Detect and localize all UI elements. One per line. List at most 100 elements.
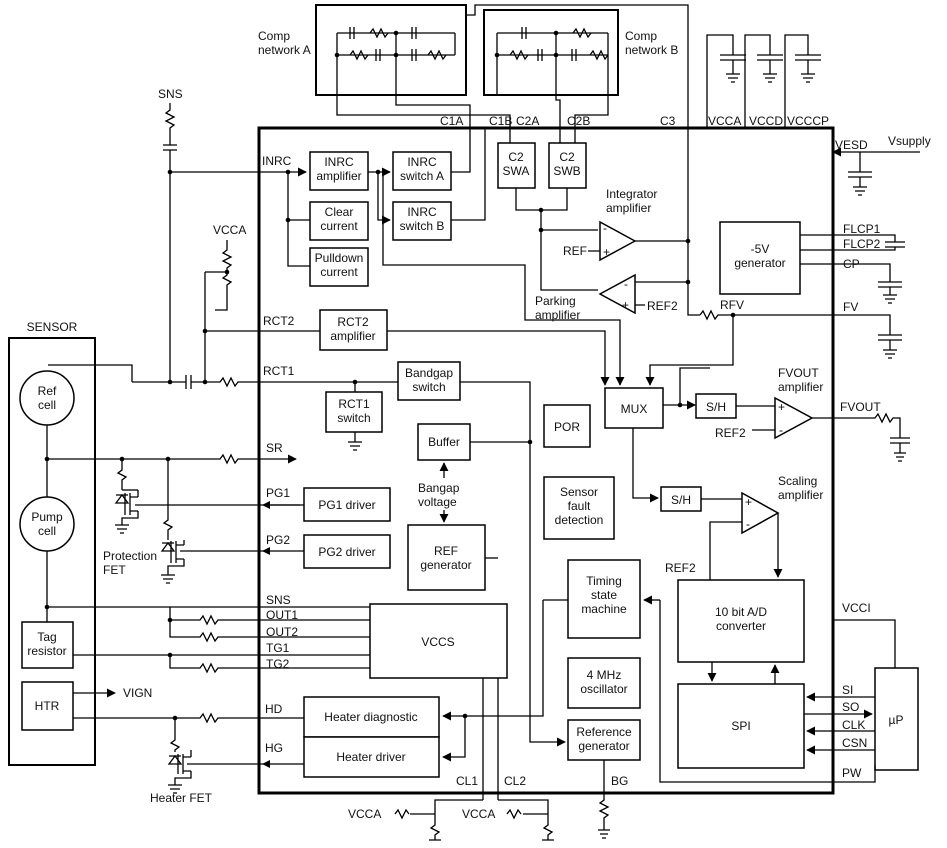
- pin-so: SO: [842, 700, 859, 714]
- vccs-block: [369, 603, 508, 679]
- htr-block: [21, 681, 74, 731]
- vcca-cl1-label: VCCA: [348, 807, 381, 821]
- pin-vcci: VCCI: [842, 601, 871, 615]
- pin-flcp1: FLCP1: [843, 222, 881, 236]
- svg-text:-: -: [779, 423, 783, 437]
- pulldown-current-block: [309, 247, 369, 287]
- pin-out2: OUT2: [266, 625, 298, 639]
- pin-inrc: INRC: [262, 154, 292, 168]
- pin-vccd: VCCD: [749, 114, 783, 128]
- pin-rct2: RCT2: [263, 314, 295, 328]
- adc-block: [677, 579, 805, 663]
- svg-text:-: -: [746, 517, 750, 531]
- pin-cp: CP: [843, 257, 860, 271]
- heater-driver-block: [303, 736, 440, 778]
- pin-cl1: CL1: [456, 774, 478, 788]
- comp-network-a-box: [315, 4, 467, 96]
- heater-diagnostic-block: [303, 696, 440, 738]
- svg-text:+: +: [745, 495, 752, 509]
- htr-label: HTR: [35, 699, 60, 713]
- rct2-amplifier-block: [319, 309, 388, 351]
- svg-text:+: +: [603, 245, 610, 259]
- reference-generator-block: [567, 719, 641, 761]
- ref-integrator: REF: [563, 244, 587, 258]
- vcca-left-label: VCCA: [213, 223, 246, 237]
- buffer-block: [417, 423, 471, 461]
- heater-driver-label: Heater driver: [336, 750, 405, 764]
- pin-hg: HG: [265, 741, 283, 755]
- inrc-switch-a-block: [392, 151, 452, 191]
- pin-clk: CLK: [842, 718, 865, 732]
- pin-bg: BG: [611, 774, 628, 788]
- c2-swb-block: [548, 142, 587, 189]
- comp-network-b-components: [496, 27, 609, 80]
- pin-sns: SNS: [266, 593, 291, 607]
- pin-vcccp: VCCCP: [787, 114, 829, 128]
- microprocessor-block: [874, 667, 919, 771]
- pin-out1: OUT1: [266, 608, 298, 622]
- pin-tg2: TG2: [266, 657, 290, 671]
- ref-generator-block: [407, 524, 486, 591]
- sns-top-label: SNS: [158, 87, 183, 101]
- pin-vesd: VESD: [835, 138, 868, 152]
- chip-boundary: [257, 126, 835, 795]
- microprocessor-label: µP: [889, 713, 904, 727]
- pin-sr: SR: [266, 441, 283, 455]
- mux-label: MUX: [621, 402, 648, 416]
- vign-label: VIGN: [123, 686, 152, 700]
- svg-text:-: -: [603, 221, 607, 235]
- pin-c1a: C1A: [440, 114, 463, 128]
- pin-c2b: C2B: [567, 114, 590, 128]
- spi-block: [677, 683, 805, 769]
- scaling-amplifier: [741, 491, 780, 535]
- minus5v-generator-block: [719, 221, 801, 295]
- inrc-amplifier-block: [309, 151, 369, 191]
- sh-bottom-block: [660, 486, 702, 512]
- vcca-cl2-label: VCCA: [462, 807, 495, 821]
- fvout-amplifier: [774, 396, 814, 440]
- pin-fvout: FVOUT: [840, 400, 881, 414]
- sensor-fault-detection-block: [543, 476, 615, 540]
- sensor-title: SENSOR: [27, 320, 78, 334]
- c2-swa-block: [497, 142, 536, 189]
- pin-cl2: CL2: [504, 774, 526, 788]
- heater-diagnostic-label: Heater diagnostic: [324, 710, 417, 724]
- spi-label: SPI: [731, 719, 750, 733]
- pg2-driver-label: PG2 driver: [318, 545, 375, 559]
- bandgap-switch-block: [397, 361, 461, 401]
- pin-flcp2: FLCP2: [843, 237, 881, 251]
- inrc-switch-b-block: [392, 201, 452, 241]
- por-block: [543, 404, 591, 448]
- pin-hd: HD: [265, 702, 283, 716]
- pin-tg1: TG1: [266, 641, 290, 655]
- pin-c3: C3: [660, 114, 676, 128]
- ref2-scaling: REF2: [665, 561, 696, 575]
- svg-text:-: -: [624, 277, 628, 291]
- pin-fv: FV: [843, 300, 858, 314]
- tag-resistor-block: [21, 621, 74, 669]
- comp-network-b-box: [483, 9, 619, 96]
- pin-pg2: PG2: [266, 533, 290, 547]
- buffer-label: Buffer: [428, 435, 460, 449]
- ref2-fvout: REF2: [715, 426, 746, 440]
- timing-state-machine-block: [567, 559, 641, 639]
- oscillator-block: [567, 657, 641, 709]
